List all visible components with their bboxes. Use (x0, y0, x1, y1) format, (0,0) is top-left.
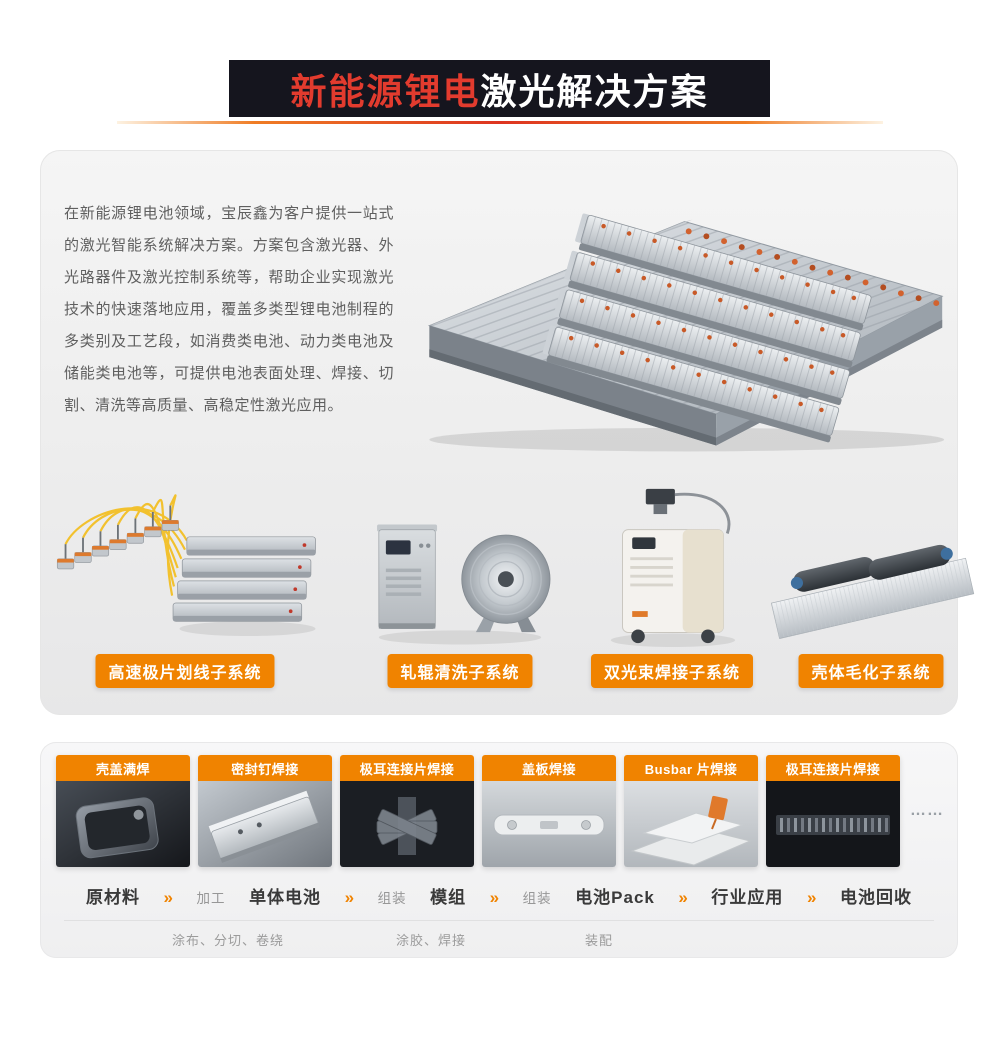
process-tile-tab-connector: 极耳连接片焊接 (340, 755, 474, 867)
flow-detail-assembly-2: 装配 (585, 933, 614, 948)
flow-stage-module: 模组 (430, 888, 467, 907)
flow-detail-processing: 涂布、分切、卷绕 (172, 933, 285, 948)
process-tile-label: 密封钉焊接 (198, 755, 332, 781)
dual-beam-welder-icon (610, 488, 736, 648)
subsystem-shell-texturing: 壳体毛化子系统 (770, 465, 975, 700)
subsystem-label-roller-cleaning: 轧辊清洗子系统 (387, 654, 533, 688)
process-tile-sealing-pin: 密封钉焊接 (198, 755, 332, 867)
cell-cover-weld-photo (56, 781, 190, 867)
process-tiles-row: 壳盖满焊 密封钉焊接 (40, 742, 958, 867)
overview-panel: 在新能源锂电池领域，宝辰鑫为客户提供一站式的激光智能系统解决方案。方案包含激光器… (40, 150, 975, 715)
process-tile-label: Busbar 片焊接 (624, 755, 758, 781)
subsystem-roller-cleaning: 轧辊清洗子系统 (370, 465, 551, 700)
tab-connector-weld-photo (340, 781, 474, 867)
flow-arrow-icon: » (489, 888, 500, 907)
roller-cleaning-machine-icon (377, 524, 551, 645)
flow-detail-assembly-1: 涂胶、焊接 (396, 933, 467, 948)
shell-texturing-rollers-icon (770, 544, 975, 639)
flow-step-processing: 加工 (196, 891, 226, 906)
more-processes-ellipsis: …… (910, 802, 944, 819)
process-tile-cover-plate: 盖板焊接 (482, 755, 616, 867)
flow-arrow-icon: » (344, 888, 355, 907)
sealing-pin-weld-photo (198, 781, 332, 867)
process-tile-label: 极耳连接片焊接 (340, 755, 474, 781)
process-tile-busbar: Busbar 片焊接 (624, 755, 758, 867)
flow-divider (64, 920, 934, 921)
flow-details: 涂布、分切、卷绕 涂胶、焊接 装配 (40, 921, 958, 953)
title-highlight: 新能源锂电 (290, 70, 481, 112)
flow-stage-battery-recycling: 电池回收 (839, 888, 912, 907)
flow-step-assembly-2: 组装 (522, 891, 552, 906)
flow-stage-raw-material: 原材料 (86, 888, 140, 907)
flow-arrow-icon: » (163, 888, 173, 907)
flow-stage-single-cell: 单体电池 (249, 888, 322, 907)
process-flow: 原材料 » 加工 单体电池 » 组装 模组 » 组装 电池Pack » 行业应用… (40, 883, 958, 908)
title-rest: 激光解决方案 (480, 70, 709, 112)
subsystem-dual-beam-welding: 双光束焊接子系统 (582, 465, 762, 700)
subsystem-label-scribing: 高速极片划线子系统 (95, 654, 275, 688)
intro-paragraph: 在新能源锂电池领域，宝辰鑫为客户提供一站式的激光智能系统解决方案。方案包含激光器… (64, 205, 394, 414)
tab-connector-weld-photo-2 (766, 781, 900, 867)
subsystem-scribing: 高速极片划线子系统 (40, 465, 330, 700)
process-tile-tab-connector-2: 极耳连接片焊接 (766, 755, 900, 867)
flow-stage-battery-pack: 电池Pack (575, 888, 655, 907)
flow-arrow-icon: » (806, 888, 817, 907)
accent-divider (117, 121, 883, 124)
cover-plate-weld-photo (482, 781, 616, 867)
flow-arrow-icon: » (678, 888, 688, 907)
battery-pack-illustration (427, 213, 945, 452)
flow-step-assembly-1: 组装 (377, 891, 407, 906)
subsystem-label-dual-beam-welding: 双光束焊接子系统 (590, 654, 754, 688)
process-tile-label: 极耳连接片焊接 (766, 755, 900, 781)
process-tile-cover-weld: 壳盖满焊 (56, 755, 190, 867)
title-banner: 新能源锂电激光解决方案 (229, 60, 770, 117)
busbar-weld-photo (624, 781, 758, 867)
flow-stage-industry-application: 行业应用 (711, 888, 784, 907)
process-tile-label: 壳盖满焊 (56, 755, 190, 781)
subsystem-label-shell-texturing: 壳体毛化子系统 (798, 654, 944, 688)
process-panel: 壳盖满焊 密封钉焊接 (40, 742, 958, 958)
fiber-laser-array-icon (56, 494, 316, 637)
process-tile-label: 盖板焊接 (482, 755, 616, 781)
